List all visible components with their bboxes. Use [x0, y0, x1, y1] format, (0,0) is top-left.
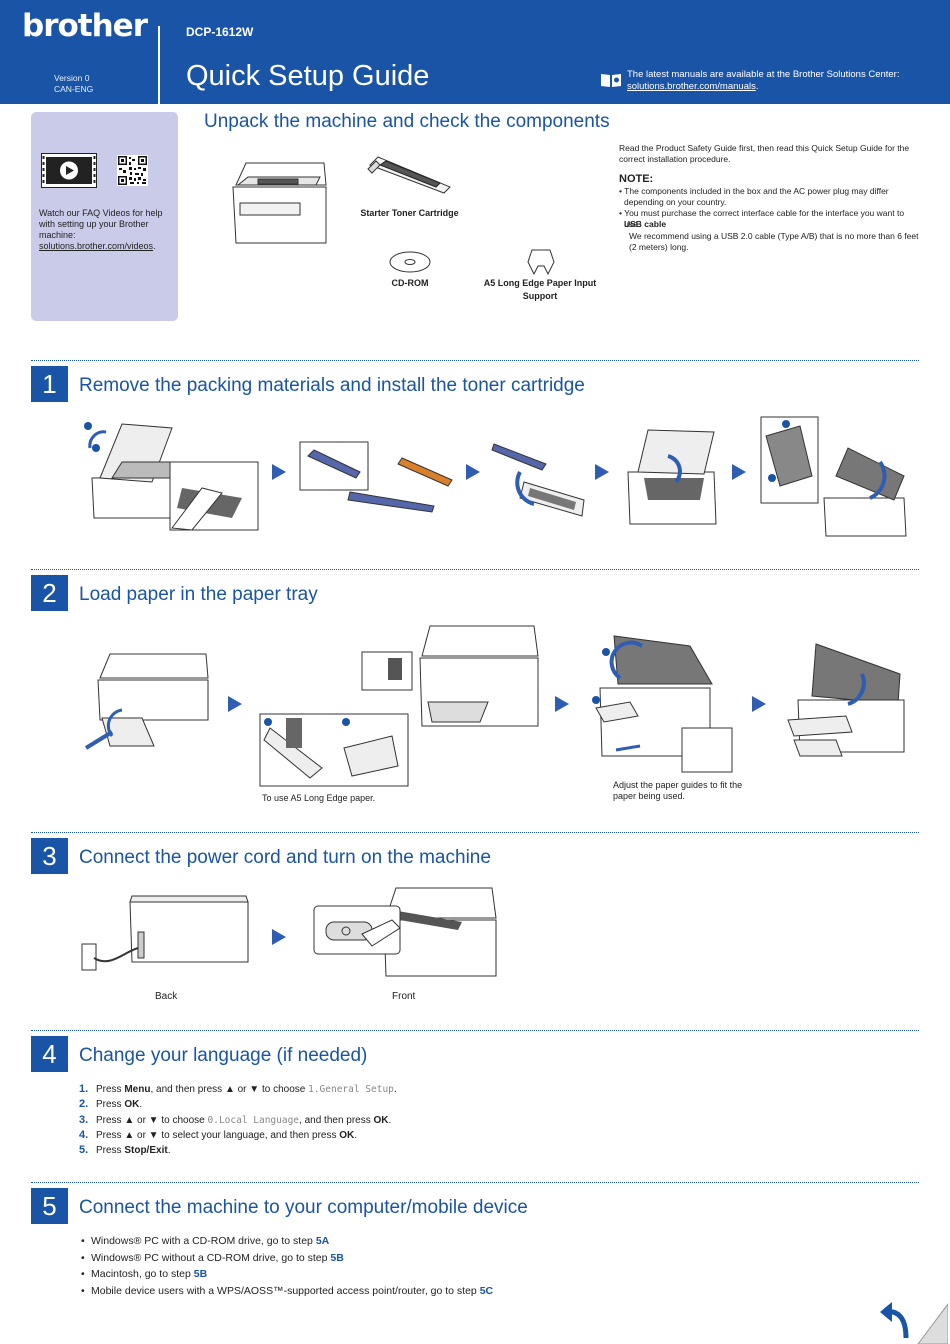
lcd-option: 1.General Setup [308, 1084, 394, 1095]
step-3-title: Connect the power cord and turn on the m… [79, 847, 491, 868]
safety-read-text: Read the Product Safety Guide first, the… [619, 143, 910, 164]
qr-code-icon[interactable] [117, 155, 148, 186]
video-film-icon [41, 153, 97, 188]
list-item: 3.Press ▲ or ▼ to choose 0.Local Languag… [79, 1113, 392, 1126]
model-name: DCP-1612W [186, 25, 254, 39]
step-1-title: Remove the packing materials and install… [79, 375, 585, 396]
printer-machine-illustration [232, 162, 327, 244]
list-item: •Windows® PC with a CD-ROM drive, go to … [81, 1235, 330, 1247]
list-item: 4.Press ▲ or ▼ to select your language, … [79, 1128, 358, 1141]
step-arrow-icon [272, 464, 286, 480]
power-cord-back-illustration [81, 895, 249, 971]
brother-logo: brother [22, 8, 148, 44]
manuals-link[interactable]: solutions.brother.com/manuals [627, 81, 756, 92]
note-item: • You must purchase the correct interfac… [619, 208, 905, 229]
cdrom-label: CD-ROM [391, 278, 429, 288]
note-heading: NOTE: [619, 173, 654, 185]
toner-label: Starter Toner Cartridge [360, 208, 459, 218]
faq-video-box: Watch our FAQ Videos for help with setti… [31, 112, 178, 321]
step-1-number: 1 [31, 366, 68, 402]
note-item: • The components included in the box and… [619, 186, 889, 207]
list-item: •Mobile device users with a WPS/AOSS™-su… [81, 1285, 494, 1298]
load-paper-illustration [259, 625, 539, 787]
remove-packing-illustration [299, 441, 453, 513]
paper-guides-caption: Adjust the paper guides to fit the paper… [613, 780, 743, 801]
step-arrow-icon [272, 929, 286, 945]
version-info: Version 0 CAN-ENG [54, 73, 93, 95]
step-4-number: 4 [31, 1036, 68, 1072]
step-arrow-icon [752, 696, 766, 712]
note-list: • The components included in the box and… [619, 186, 919, 230]
ok-key: OK [339, 1129, 355, 1141]
header-divider [158, 26, 160, 104]
insert-toner-illustration [491, 443, 585, 517]
unpack-section-title: Unpack the machine and check the compone… [204, 111, 610, 132]
step-arrow-icon [595, 464, 609, 480]
a5-support-label: A5 Long Edge Paper Input Support [483, 278, 597, 301]
list-item: 5.Press Stop/Exit. [79, 1144, 171, 1157]
step-3-number: 3 [31, 838, 68, 874]
step-arrow-icon [555, 696, 569, 712]
version-number: Version 0 [54, 73, 90, 83]
toner-cartridge-illustration [367, 156, 451, 194]
front-label: Front [392, 991, 416, 1002]
step-5-title: Connect the machine to your computer/mob… [79, 1197, 528, 1218]
page-title: Quick Setup Guide [186, 60, 430, 92]
section-divider [31, 360, 919, 361]
faq-videos-link[interactable]: solutions.brother.com/videos [39, 241, 154, 251]
faq-text: Watch our FAQ Videos for help with setti… [39, 208, 173, 252]
close-scanner-illustration [787, 643, 905, 757]
ok-key: OK [124, 1099, 140, 1111]
section-divider [31, 569, 919, 570]
connection-options-list: •Windows® PC with a CD-ROM drive, go to … [81, 1233, 493, 1300]
lcd-option: 0.Local Language [207, 1114, 300, 1126]
list-item: 2.Press OK. [79, 1098, 143, 1111]
open-cover-illustration [84, 422, 259, 531]
list-item: •Windows® PC without a CD-ROM drive, go … [81, 1251, 344, 1264]
step-link[interactable]: 5C [479, 1285, 494, 1298]
section-divider [31, 1182, 919, 1183]
manuals-period: . [755, 81, 759, 92]
section-divider [31, 832, 919, 833]
step-5-number: 5 [31, 1188, 68, 1224]
cd-rom-icon [389, 251, 431, 273]
language-steps-list: 1.Press Menu, and then press ▲ or ▼ to c… [79, 1082, 397, 1158]
list-item: •Macintosh, go to step 5B [81, 1268, 208, 1281]
install-toner-in-machine-illustration [627, 429, 717, 525]
close-cover-illustration [760, 416, 907, 537]
step-link[interactable]: 5B [330, 1251, 344, 1264]
step-4-title: Change your language (if needed) [79, 1045, 368, 1066]
step-link[interactable]: 5A [315, 1235, 330, 1247]
list-item: 1.Press Menu, and then press ▲ or ▼ to c… [79, 1083, 397, 1095]
ok-key: OK [373, 1114, 389, 1126]
menu-key: Menu [124, 1084, 151, 1095]
step-arrow-icon [732, 464, 746, 480]
a5-paper-support-illustration [527, 249, 555, 276]
step-link[interactable]: 5B [193, 1268, 208, 1281]
adjust-guides-illustration [592, 635, 733, 773]
faq-period: . [153, 241, 156, 251]
a5-paper-caption: To use A5 Long Edge paper. [262, 793, 376, 803]
stop-exit-key: Stop/Exit [124, 1145, 168, 1157]
step-2-title: Load paper in the paper tray [79, 584, 318, 605]
turn-page-icon[interactable] [878, 1298, 948, 1344]
back-label: Back [155, 991, 178, 1002]
power-button-front-illustration [313, 887, 497, 977]
manuals-text: The latest manuals are available at the … [627, 69, 900, 80]
manuals-notice: The latest manuals are available at the … [627, 69, 927, 93]
header-banner: brother Version 0 CAN-ENG DCP-1612W Quic… [0, 0, 950, 104]
step-arrow-icon [466, 464, 480, 480]
region-code: CAN-ENG [54, 84, 94, 94]
manual-book-icon [601, 74, 621, 87]
step-2-number: 2 [31, 575, 68, 611]
usb-cable-heading: USB cable [624, 219, 667, 229]
step-arrow-icon [228, 696, 242, 712]
usb-cable-text: We recommend using a USB 2.0 cable (Type… [629, 231, 919, 252]
pull-tray-illustration [84, 653, 209, 750]
section-divider [31, 1030, 919, 1031]
faq-description: Watch our FAQ Videos for help with setti… [39, 208, 163, 240]
